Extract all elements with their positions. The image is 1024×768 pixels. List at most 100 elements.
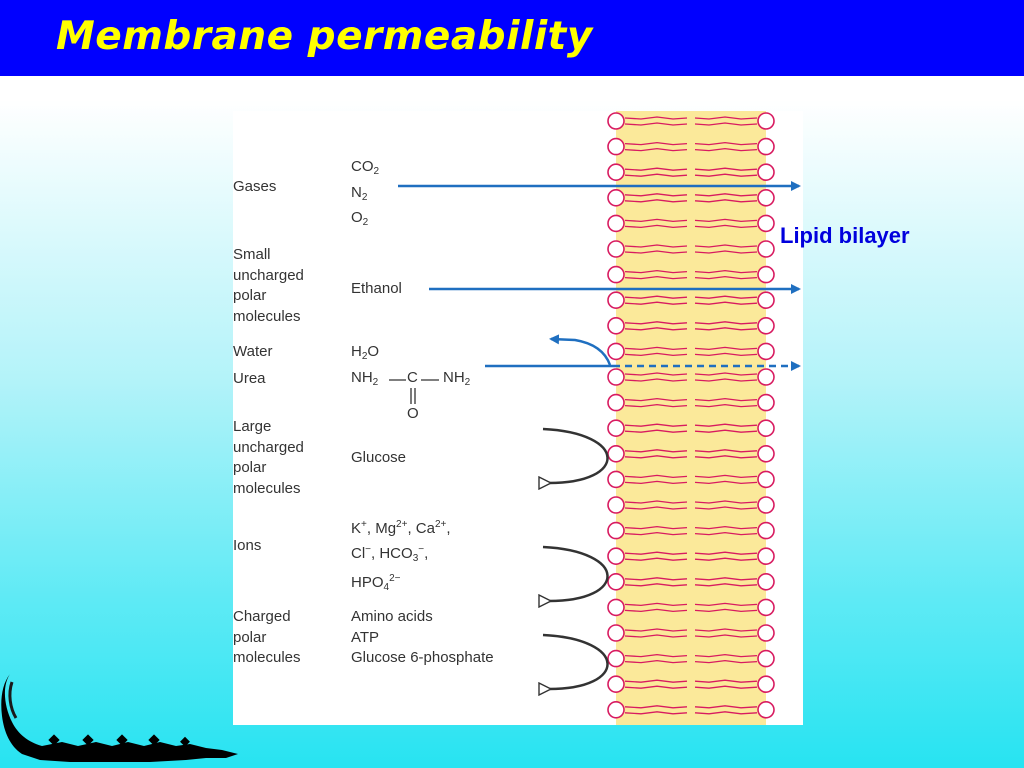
category-line: Large xyxy=(233,418,272,435)
lipid-tail xyxy=(624,474,688,479)
lipid-head xyxy=(757,189,775,207)
lipid-head xyxy=(607,163,625,182)
lipid-tail xyxy=(624,301,688,305)
ion-list: K+, Mg2+, Ca2+, Cl−, HCO3−, HPO42− xyxy=(351,515,451,599)
lipid-tail xyxy=(694,116,758,120)
ions-reflect-arrow xyxy=(543,545,609,601)
lipid-tail xyxy=(624,147,688,152)
molecule-g6p: Glucose 6-phosphate xyxy=(351,649,494,666)
category-line: polar xyxy=(233,287,267,304)
lipid-head xyxy=(757,368,775,386)
lipid-head xyxy=(757,470,775,489)
category-line: molecules xyxy=(233,649,301,666)
lipid-tail xyxy=(624,167,688,171)
lipid-head xyxy=(607,137,625,156)
category-line: polar xyxy=(233,459,267,476)
lipid-tail xyxy=(694,583,758,587)
lipid-tail xyxy=(694,199,758,203)
bilayer-core xyxy=(616,111,766,725)
lipid-tail xyxy=(624,653,688,658)
lipid-tail xyxy=(624,480,688,485)
lipid-tail xyxy=(694,275,758,280)
lipid-head xyxy=(757,547,775,566)
lipid-tail xyxy=(624,557,688,561)
lipid-tail xyxy=(694,608,758,613)
bilayer-label: Lipid bilayer xyxy=(780,223,910,248)
urea-structure: NH2 C NH2 O xyxy=(351,369,491,429)
lipid-tail xyxy=(624,583,688,587)
charged-reflect-arrow xyxy=(543,633,609,689)
lipid-tail xyxy=(624,269,688,274)
lipid-tail xyxy=(694,679,758,683)
lipid-tail xyxy=(624,506,688,510)
lipid-tail xyxy=(624,397,688,402)
lipid-tail xyxy=(624,346,688,351)
lipid-tail xyxy=(624,423,688,427)
lipid-tail xyxy=(624,327,688,331)
category-line: molecules xyxy=(233,307,301,325)
lipid-tail xyxy=(624,250,688,254)
category-line: Charged xyxy=(233,608,291,625)
water-reflect-arrow xyxy=(549,334,612,366)
lipid-tail xyxy=(694,244,758,248)
molecule-n2: N2 xyxy=(351,183,368,203)
lipid-head xyxy=(607,317,625,335)
lipid-tail xyxy=(694,500,758,504)
lipid-tail xyxy=(624,455,688,459)
lipid-tail xyxy=(694,141,758,146)
lipid-tail xyxy=(694,449,758,453)
urea-oxygen: O xyxy=(407,405,419,422)
lipid-head xyxy=(757,572,775,591)
ion-line-3: HPO42− xyxy=(351,573,401,593)
lipid-tail xyxy=(624,711,688,715)
lipid-tail xyxy=(624,685,688,689)
lipid-head xyxy=(757,393,775,412)
lipid-tail xyxy=(694,634,758,638)
lipid-tail xyxy=(694,147,758,152)
lipid-head xyxy=(757,700,775,719)
lipid-tail xyxy=(694,167,758,171)
lipid-tail xyxy=(694,531,758,536)
lipid-tail xyxy=(624,449,688,453)
lipid-tail xyxy=(694,455,758,459)
lipid-tail xyxy=(694,218,758,223)
lipid-tail xyxy=(694,429,758,433)
category-line: uncharged xyxy=(233,438,304,456)
category-line: Water xyxy=(233,343,273,360)
lipid-tail xyxy=(624,321,688,325)
molecule-o2: O2 xyxy=(351,209,369,228)
lipid-tail xyxy=(624,224,688,229)
molecule-amino-acids: Amino acids xyxy=(351,608,433,625)
category-line: Gases xyxy=(233,178,277,195)
lipid-tail xyxy=(694,557,758,561)
lipid-tail xyxy=(694,705,758,709)
lipid-bilayer xyxy=(607,111,775,725)
category-line: Ions xyxy=(233,537,262,554)
lipid-tail xyxy=(694,403,758,408)
lipid-tail xyxy=(694,628,758,632)
lipid-tail xyxy=(694,602,758,607)
title-bar: Membrane permeability xyxy=(0,0,1024,76)
category-water: Water xyxy=(233,342,272,363)
lipid-head xyxy=(607,675,625,694)
lipid-head xyxy=(757,317,775,335)
lipid-head xyxy=(607,572,625,591)
category-line: polar xyxy=(233,628,267,646)
lipid-tail xyxy=(624,577,688,581)
lipid-tail xyxy=(624,634,688,638)
lipid-head xyxy=(757,214,775,233)
lipid-tail xyxy=(694,577,758,581)
lipid-tail xyxy=(624,122,688,126)
urea-nh2-left: NH2 xyxy=(351,369,379,388)
category-line: molecules xyxy=(233,479,301,497)
lipid-head xyxy=(757,521,775,540)
category-gases: Gases xyxy=(233,177,276,198)
lipid-tail xyxy=(694,301,758,305)
lipid-tail xyxy=(694,372,758,376)
lipid-head xyxy=(757,163,775,182)
lipid-head xyxy=(757,624,775,642)
category-charged: Charged polar molecules xyxy=(233,607,301,669)
lipid-tail xyxy=(694,295,758,299)
lipid-head xyxy=(757,137,775,156)
lipid-head xyxy=(757,675,775,694)
